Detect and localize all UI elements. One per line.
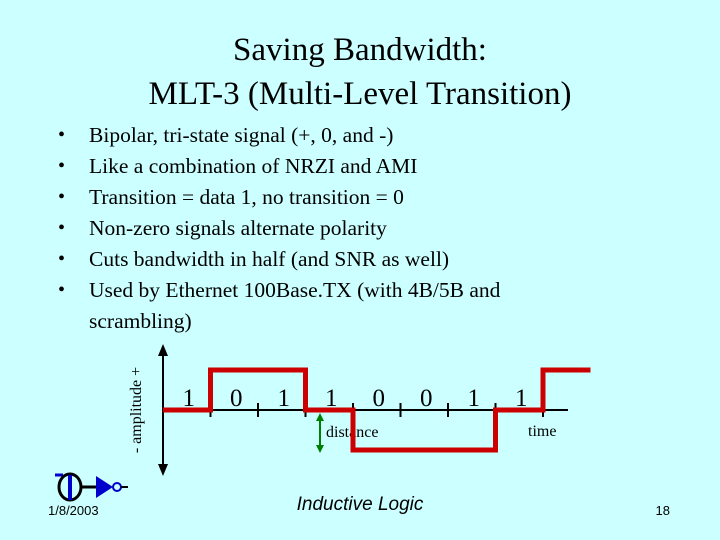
footer-date: 1/8/2003 bbox=[48, 503, 99, 518]
bit-label: 0 bbox=[230, 385, 243, 412]
bit-labels: 1 0 1 1 0 0 1 1 bbox=[183, 385, 528, 412]
bullet-list: • Bipolar, tri-state signal (+, 0, and -)… bbox=[58, 120, 578, 337]
bit-label: 1 bbox=[515, 385, 528, 412]
bullet-item: • Bipolar, tri-state signal (+, 0, and -) bbox=[58, 120, 578, 151]
bit-label: 0 bbox=[420, 385, 433, 412]
title-line-2: MLT-3 (Multi-Level Transition) bbox=[148, 76, 572, 112]
bullet-item: • Used by Ethernet 100Base.TX (with 4B/5B… bbox=[58, 275, 578, 337]
bit-label: 1 bbox=[278, 385, 291, 412]
bit-label: 1 bbox=[468, 385, 481, 412]
distance-arrowhead-up bbox=[316, 413, 324, 421]
time-label: time bbox=[528, 423, 556, 440]
bit-label: 1 bbox=[325, 385, 338, 412]
bit-label: 1 bbox=[183, 385, 196, 412]
bullet-text: Non-zero signals alternate polarity bbox=[89, 216, 387, 240]
mlt3-signal-waveform bbox=[163, 367, 591, 453]
bullet-text: Transition = data 1, no transition = 0 bbox=[89, 185, 404, 209]
amplitude-label: - amplitude + bbox=[128, 367, 145, 453]
bullet-text: Used by Ethernet 100Base.TX (with 4B/5B … bbox=[89, 278, 501, 333]
title-line-1: Saving Bandwidth: bbox=[233, 32, 487, 68]
bullet-item: • Cuts bandwidth in half (and SNR as well… bbox=[58, 244, 578, 275]
bullet-item: • Non-zero signals alternate polarity bbox=[58, 213, 578, 244]
footer-title: Inductive Logic bbox=[296, 494, 424, 515]
distance-arrowhead-down bbox=[316, 445, 324, 453]
amplitude-axis-arrowhead-up bbox=[158, 344, 168, 356]
bullet-dot-icon: • bbox=[58, 155, 66, 177]
bullet-dot-icon: • bbox=[58, 248, 66, 270]
bullet-text: Cuts bandwidth in half (and SNR as well) bbox=[89, 247, 450, 271]
slide-title: Saving Bandwidth: MLT-3 (Multi-Level Tra… bbox=[60, 28, 660, 116]
bullet-dot-icon: • bbox=[58, 217, 66, 239]
bullet-dot-icon: • bbox=[58, 186, 66, 208]
page-number: 18 bbox=[655, 503, 670, 518]
amplitude-axis-arrowhead-down bbox=[158, 464, 168, 476]
bullet-item: • Like a combination of NRZI and AMI bbox=[58, 151, 578, 182]
bullet-text: Bipolar, tri-state signal (+, 0, and -) bbox=[89, 123, 394, 147]
bit-label: 0 bbox=[373, 385, 386, 412]
logo-icon bbox=[55, 472, 128, 502]
bullet-dot-icon: • bbox=[58, 279, 66, 301]
bullet-item: • Transition = data 1, no transition = 0 bbox=[58, 182, 578, 213]
bullet-dot-icon: • bbox=[58, 124, 66, 146]
bullet-text: Like a combination of NRZI and AMI bbox=[89, 154, 418, 178]
